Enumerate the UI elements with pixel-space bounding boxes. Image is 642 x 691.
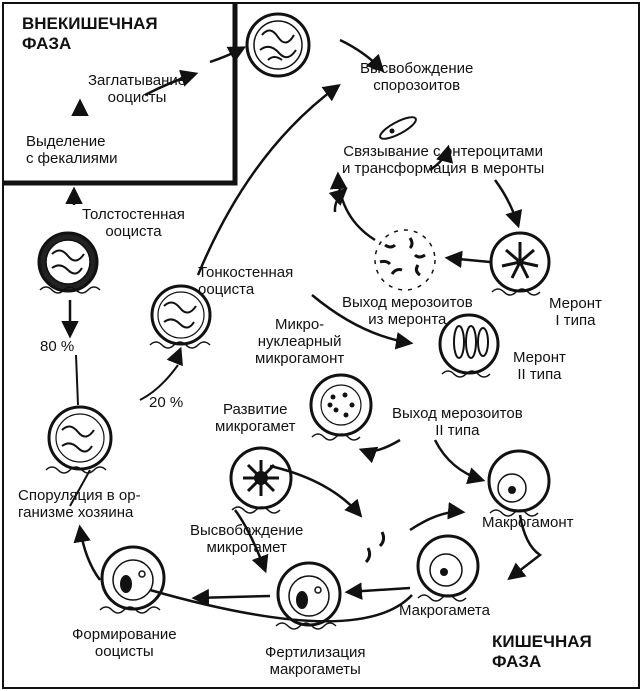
sporozoite-cell xyxy=(378,113,419,142)
microgametes xyxy=(366,532,384,562)
sporulation-cell xyxy=(46,407,111,473)
macrogamete-cell xyxy=(418,536,478,601)
macrogamont-cell xyxy=(489,451,549,516)
microgamont-cell xyxy=(311,375,371,440)
label-20-percent: 20 % xyxy=(149,394,183,411)
sporulated-oocyst-cell xyxy=(247,14,309,76)
meront-type1-cell xyxy=(491,233,549,295)
label-sporulation: Споруляция в ор-ганизме хозяина xyxy=(18,487,141,521)
thick-oocyst-cell xyxy=(39,233,100,293)
label-80-percent: 80 % xyxy=(40,338,74,355)
label-macrogamete: Макрогамета xyxy=(399,602,490,619)
merozoite-release-cell xyxy=(375,230,435,290)
oocyst-formation-cell xyxy=(100,547,164,613)
label-macrogamont: Макрогамонт xyxy=(482,514,574,531)
microgamete-development-cell xyxy=(231,448,291,513)
